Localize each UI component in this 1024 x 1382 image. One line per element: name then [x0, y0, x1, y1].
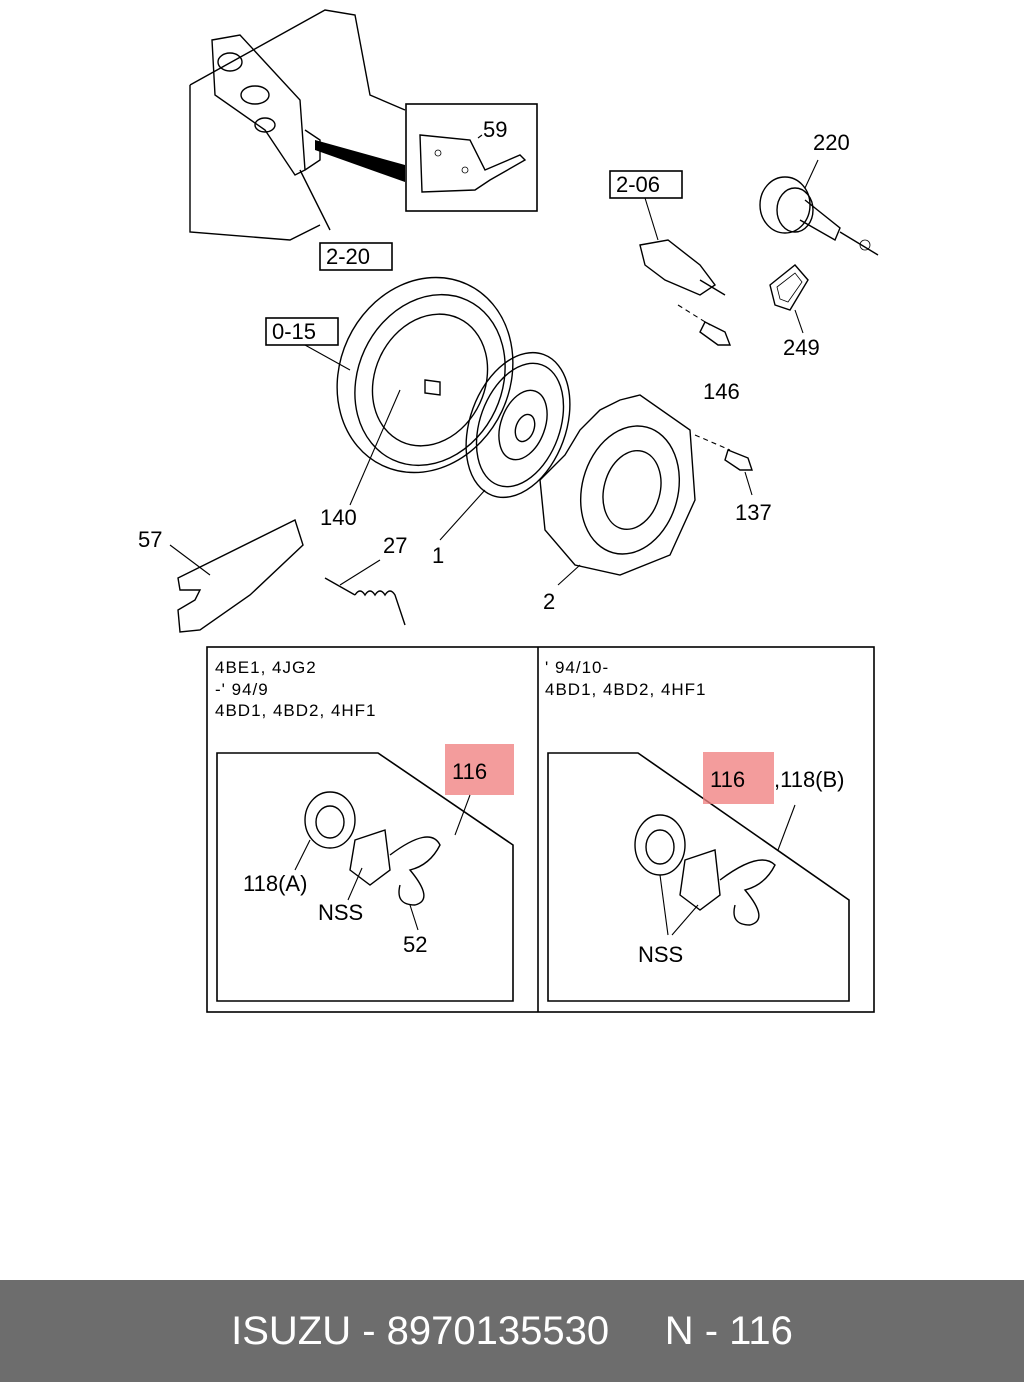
highlight-116-b — [703, 752, 774, 804]
variant-b-date: ' 94/10- — [545, 658, 609, 677]
footer-ref: N - 116 — [664, 1308, 793, 1353]
footer-separator: - — [351, 1308, 387, 1353]
variant-b-part-118: ,118(B) — [774, 767, 845, 792]
variant-frame — [206, 646, 875, 1013]
gasket-249-drawing — [769, 264, 809, 334]
callout-140: 140 — [320, 505, 357, 530]
variant-b-engine: 4BD1, 4BD2, 4HF1 — [545, 680, 707, 699]
master-cylinder-drawing — [639, 197, 732, 346]
flywheel-drawing — [304, 276, 514, 506]
variant-a-engine-line2: 4BD1, 4BD2, 4HF1 — [215, 701, 377, 720]
pedal-bracket-drawing — [189, 9, 406, 241]
variant-a-part-118: 118(A) — [243, 871, 307, 896]
callout-2-06: 2-06 — [616, 172, 660, 197]
parts-diagram: 59 2-20 2-06 146 220 249 0-15 140 — [138, 9, 879, 1013]
spring-27-drawing — [324, 559, 406, 626]
footer-bar: ISUZU - 8970135530 N - 116 — [0, 1280, 1024, 1382]
callout-59: 59 — [483, 117, 507, 142]
part-59-inset — [405, 103, 538, 212]
callout-1: 1 — [432, 543, 444, 568]
callout-249: 249 — [783, 335, 820, 360]
variant-a-part-116: 116 — [452, 759, 487, 784]
variant-a-date: -' 94/9 — [215, 680, 269, 699]
variant-a-panel: 4BE1, 4JG2 -' 94/9 4BD1, 4BD2, 4HF1 116 … — [215, 658, 514, 1002]
callout-0-15: 0-15 — [272, 319, 316, 344]
highlight-116-a — [445, 744, 514, 795]
booster-drawing — [759, 159, 879, 256]
callout-27: 27 — [383, 533, 407, 558]
callout-137: 137 — [735, 500, 772, 525]
variant-a-part-52: 52 — [403, 932, 427, 957]
variant-a-nss: NSS — [318, 900, 363, 925]
callout-146: 146 — [703, 379, 740, 404]
variant-b-part-116: 116 — [710, 767, 745, 792]
clutch-disc-drawing — [439, 351, 571, 541]
callout-220: 220 — [813, 130, 850, 155]
callout-2-20: 2-20 — [326, 244, 370, 269]
footer-gap — [609, 1309, 665, 1354]
pressure-plate-drawing — [539, 394, 753, 586]
variant-a-engine-line1: 4BE1, 4JG2 — [215, 658, 317, 677]
callout-57: 57 — [138, 527, 162, 552]
footer-brand: ISUZU — [231, 1308, 352, 1353]
callout-2: 2 — [543, 589, 555, 614]
release-fork-drawing — [169, 519, 304, 633]
variant-b-panel: ' 94/10- 4BD1, 4BD2, 4HF1 116 ,118(B) NS… — [545, 658, 850, 1002]
footer-part-number: 8970135530 — [386, 1308, 610, 1353]
variant-b-nss: NSS — [638, 942, 683, 967]
